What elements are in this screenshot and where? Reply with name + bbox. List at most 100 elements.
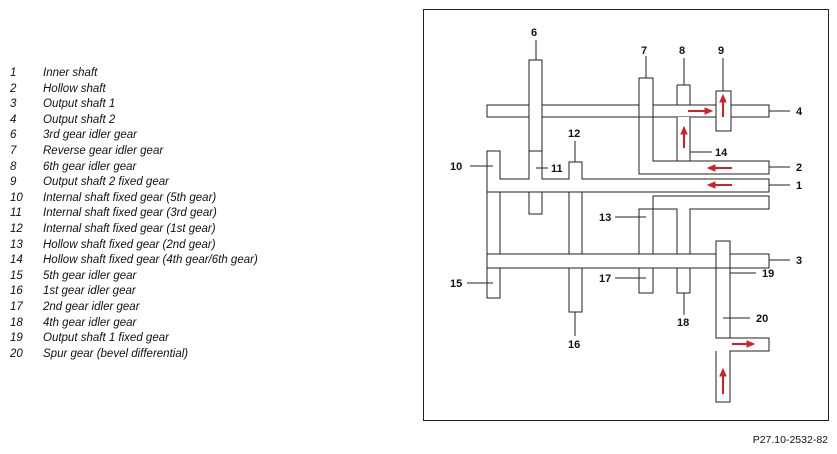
legend-number: 2 — [10, 82, 17, 95]
gear-20-spur-bevel-differential — [715, 268, 770, 403]
gearbox-outlines — [486, 59, 770, 403]
legend-item: 15 5th gear idler gear — [10, 270, 410, 286]
legend-item: 16 1st gear idler gear — [10, 285, 410, 301]
legend-item: 9 Output shaft 2 fixed gear — [10, 176, 410, 192]
legend-number: 7 — [10, 144, 17, 157]
callout-leaders — [467, 40, 790, 336]
hollow-shaft-lower — [638, 195, 770, 255]
gear-19-output-shaft-1-fixed — [715, 240, 731, 269]
callout-11: 11 — [551, 163, 563, 175]
gear-8-6th-idler — [676, 84, 691, 162]
legend-label: 6th gear idler gear — [43, 160, 137, 173]
legend-label: Internal shaft fixed gear (3rd gear) — [43, 207, 217, 220]
callout-15: 15 — [450, 278, 462, 290]
callout-12: 12 — [568, 128, 580, 140]
callout-8: 8 — [679, 45, 685, 57]
legend-label: 2nd gear idler gear — [43, 300, 140, 313]
legend-label: Internal shaft fixed gear (1st gear) — [43, 222, 216, 235]
legend-number: 13 — [10, 238, 23, 251]
legend-label: Internal shaft fixed gear (5th gear) — [43, 191, 217, 204]
legend-number: 19 — [10, 332, 23, 345]
callout-1: 1 — [796, 180, 802, 192]
legend-item: 3 Output shaft 1 — [10, 98, 410, 114]
callout-3: 3 — [796, 255, 802, 267]
callout-17: 17 — [599, 273, 611, 285]
arrow-up-icon — [680, 125, 688, 148]
legend-number: 18 — [10, 316, 23, 329]
callout-2: 2 — [796, 162, 802, 174]
legend-label: 1st gear idler gear — [43, 285, 136, 298]
inner-shaft — [486, 150, 770, 193]
legend-label: Output shaft 2 fixed gear — [43, 176, 169, 189]
callout-16: 16 — [568, 339, 580, 351]
legend-item: 14 Hollow shaft fixed gear (4th gear/6th … — [10, 254, 410, 270]
callout-18: 18 — [677, 317, 689, 329]
callout-4: 4 — [796, 106, 803, 118]
legend-label: Hollow shaft fixed gear (4th gear/6th ge… — [43, 254, 258, 267]
legend-item: 13 Hollow shaft fixed gear (2nd gear) — [10, 239, 410, 255]
arrow-right-icon — [688, 107, 714, 115]
legend-number: 9 — [10, 176, 17, 189]
legend-label: Output shaft 1 — [43, 98, 116, 111]
legend-label: Reverse gear idler gear — [43, 144, 164, 157]
legend-number: 14 — [10, 254, 23, 267]
legend-label: Spur gear (bevel differential) — [43, 347, 189, 360]
legend-item: 18 4th gear idler gear — [10, 317, 410, 333]
legend-item: 12 Internal shaft fixed gear (1st gear) — [10, 223, 410, 239]
gear-16-1st-idler — [568, 267, 583, 313]
legend-number: 8 — [10, 160, 17, 173]
arrow-left-icon — [706, 181, 732, 189]
callout-labels: 6 7 8 9 4 12 14 10 11 2 1 13 3 19 17 15 … — [450, 27, 803, 351]
callout-13: 13 — [599, 212, 611, 224]
legend-number: 6 — [10, 129, 17, 142]
gear-7-reverse-idler — [638, 77, 654, 118]
legend-item: 6 3rd gear idler gear — [10, 129, 410, 145]
legend-item: 17 2nd gear idler gear — [10, 301, 410, 317]
inner-shaft-lower — [486, 191, 583, 255]
gear-6-3rd-idler — [528, 59, 543, 152]
legend-number: 20 — [10, 347, 23, 360]
legend-number: 3 — [10, 98, 17, 111]
legend-number: 16 — [10, 285, 23, 298]
callout-20: 20 — [756, 313, 768, 325]
legend-label: 5th gear idler gear — [43, 269, 137, 282]
callout-10: 10 — [450, 161, 462, 173]
output-shaft-1 — [486, 253, 770, 269]
legend-label: 4th gear idler gear — [43, 316, 137, 329]
arrow-up-icon — [719, 93, 727, 117]
callout-9: 9 — [718, 45, 724, 57]
legend-label: Inner shaft — [43, 67, 98, 79]
legend-number: 15 — [10, 269, 23, 282]
legend-number: 11 — [10, 207, 22, 220]
callout-6: 6 — [531, 27, 537, 39]
callout-14: 14 — [715, 147, 728, 159]
callout-7: 7 — [641, 45, 647, 57]
gear-18-4th-idler — [676, 267, 691, 294]
legend-number: 17 — [10, 300, 23, 313]
arrow-up-icon — [719, 367, 727, 394]
legend-label: Output shaft 1 fixed gear — [43, 332, 169, 345]
legend-label: Hollow shaft fixed gear (2nd gear) — [43, 238, 216, 251]
gear-17-2nd-idler — [638, 267, 654, 294]
arrow-right-icon — [732, 340, 756, 348]
arrow-left-icon — [706, 164, 732, 172]
legend-label: Hollow shaft — [43, 82, 106, 95]
callout-19: 19 — [762, 268, 774, 280]
figure-reference-code: P27.10-2532-82 — [752, 434, 828, 446]
legend-item: 20 Spur gear (bevel differential) — [10, 348, 410, 364]
power-flow-arrows — [680, 93, 756, 394]
legend-item: 1 Inner shaft — [10, 67, 410, 83]
legend-label: 3rd gear idler gear — [43, 129, 137, 142]
legend-item: 8 6th gear idler gear — [10, 161, 410, 177]
legend-number: 4 — [10, 113, 17, 126]
legend-item: 11 Internal shaft fixed gear (3rd gear) — [10, 207, 410, 223]
legend-number: 1 — [10, 67, 17, 79]
diagram-frame — [423, 9, 829, 421]
legend-number: 12 — [10, 222, 23, 235]
hollow-shaft — [638, 117, 770, 175]
legend-label: Output shaft 2 — [43, 113, 116, 126]
legend-item: 19 Output shaft 1 fixed gear — [10, 332, 410, 348]
